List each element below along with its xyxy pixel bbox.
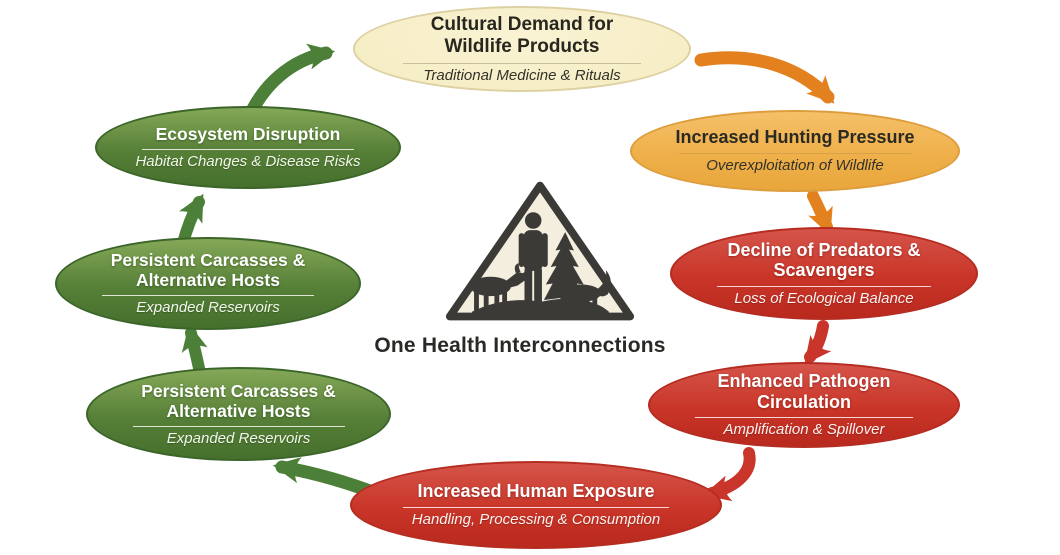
divider bbox=[679, 153, 911, 155]
node-title: Persistent Carcasses & Alternative Hosts bbox=[110, 250, 306, 291]
node-subtitle: Overexploitation of Wildlife bbox=[706, 157, 884, 175]
node-title: Decline of Predators & Scavengers bbox=[727, 239, 921, 281]
cattle-silhouette bbox=[470, 263, 533, 311]
arrow-cultural-to-hunting bbox=[694, 51, 835, 104]
divider bbox=[716, 285, 932, 287]
node-title: Ecosystem Disruption bbox=[155, 124, 341, 145]
arrow-decline-to-pathogen bbox=[804, 320, 832, 365]
one-health-triangle-icon bbox=[445, 181, 635, 321]
node-title: Increased Hunting Pressure bbox=[675, 127, 915, 148]
divider bbox=[101, 295, 315, 297]
person-silhouette bbox=[518, 212, 548, 311]
diagram-title: One Health Interconnections bbox=[374, 334, 666, 357]
node-cultural-demand: Cultural Demand for Wildlife Products Tr… bbox=[353, 6, 691, 92]
node-persistent-carcasses-lower: Persistent Carcasses & Alternative Hosts… bbox=[86, 367, 391, 461]
arrow-pathogen-to-exposure bbox=[703, 447, 756, 502]
arrow-carcasses-lower-to-upper bbox=[181, 323, 208, 379]
node-title: Cultural Demand for Wildlife Products bbox=[430, 14, 614, 57]
node-ecosystem-disruption: Ecosystem Disruption Habitat Changes & D… bbox=[95, 106, 401, 189]
divider bbox=[141, 149, 355, 151]
arrow-hunting-to-decline bbox=[807, 190, 833, 236]
node-subtitle: Traditional Medicine & Rituals bbox=[423, 66, 621, 84]
divider bbox=[695, 417, 913, 419]
node-subtitle: Expanded Reservoirs bbox=[136, 299, 280, 317]
node-title: Enhanced Pathogen Circulation bbox=[717, 371, 891, 412]
node-subtitle: Amplification & Spillover bbox=[723, 421, 885, 439]
node-hunting-pressure: Increased Hunting Pressure Overexploitat… bbox=[630, 110, 960, 192]
node-title: Increased Human Exposure bbox=[417, 481, 655, 502]
divider bbox=[132, 425, 345, 427]
divider bbox=[403, 507, 669, 509]
node-persistent-carcasses-upper: Persistent Carcasses & Alternative Hosts… bbox=[55, 237, 361, 330]
node-subtitle: Expanded Reservoirs bbox=[166, 429, 311, 447]
node-subtitle: Handling, Processing & Consumption bbox=[411, 511, 661, 529]
node-human-exposure: Increased Human Exposure Handling, Proce… bbox=[350, 461, 722, 549]
node-subtitle: Habitat Changes & Disease Risks bbox=[135, 153, 361, 171]
wild-animal-silhouette bbox=[551, 269, 611, 312]
node-subtitle: Loss of Ecological Balance bbox=[734, 289, 914, 307]
divider bbox=[402, 62, 642, 64]
node-decline-predators: Decline of Predators & Scavengers Loss o… bbox=[670, 227, 978, 320]
node-pathogen-circulation: Enhanced Pathogen Circulation Amplificat… bbox=[648, 362, 960, 448]
node-title: Persistent Carcasses & Alternative Hosts bbox=[141, 380, 336, 421]
